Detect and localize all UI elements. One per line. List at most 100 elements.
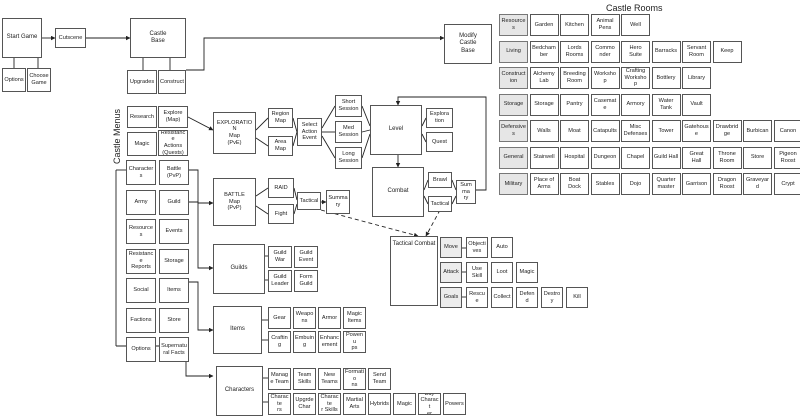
item-cell: Weapo ns (293, 307, 316, 329)
room-cell: Library (682, 67, 711, 89)
item-cell: Embuin g (293, 331, 316, 353)
room-cell: Store (743, 146, 772, 169)
raid-node: RAID (268, 178, 294, 198)
modify-castle-base-node: Modify Castle Base (444, 24, 492, 64)
characters-node: Characters (216, 366, 263, 416)
character-cell: Characte rs (268, 393, 291, 415)
upgrades-node: Upgrades (127, 70, 157, 94)
room-cell: Canon (773, 120, 800, 142)
tactical-node: Tactical (428, 196, 452, 212)
room-cell: Casemat e (590, 93, 620, 116)
exploration-summary-node: Summa ry (456, 180, 476, 204)
choose-game-node: Choose Game (27, 68, 51, 92)
item-cell: Powenu ps (343, 331, 366, 353)
room-cell: Bedcham ber (529, 40, 559, 63)
tactical-combat-node: Tactical Combat (390, 236, 438, 306)
castle-menu-item: Supernatu ral Facts (159, 337, 189, 362)
tactical-attack-item: Use Skill (466, 262, 488, 283)
region-map-node: Region Map (268, 108, 293, 128)
room-cell: Hero Suite (621, 40, 650, 63)
room-cell: Barracks (651, 40, 681, 63)
room-cell: Throne Room (712, 146, 742, 169)
explore-map-node: Explore (Map) (158, 106, 188, 128)
castle-menu-item: Battle (PvP) (159, 160, 189, 185)
tactical-category: Attack (440, 262, 462, 283)
item-cell: Enhanc ement (318, 331, 341, 353)
room-cell: Bottlery (651, 67, 681, 89)
castle-menu-item: Resistance Reports (126, 248, 156, 274)
room-cell: Guild Hall (651, 146, 681, 169)
room-cell: Drawbrid ge (712, 120, 742, 142)
room-cell: Pigeon Roost (773, 146, 800, 169)
tactical-move-item: Auto (491, 237, 513, 258)
room-category-1: Living (499, 40, 528, 63)
battle-map-node: BATTLE Map (PvP) (213, 178, 256, 226)
select-action-event-node: Select Action Event (297, 118, 322, 146)
room-category-2: Construct ion (499, 67, 528, 89)
tactical-goal-item: Rescue (466, 287, 488, 308)
room-cell: Garden (529, 14, 559, 36)
castle-base-node: Castle Base (130, 18, 186, 58)
room-category-4: Defensive s (499, 120, 528, 142)
room-cell: Catapults (590, 120, 620, 142)
room-cell: Vault (682, 93, 711, 116)
character-cell: Hybrids (368, 393, 391, 415)
room-cell: Chapel (621, 146, 650, 169)
short-session-node: Short Session (335, 95, 362, 117)
guild-item: Guild Event (294, 246, 318, 268)
room-cell: Burbican (743, 120, 772, 142)
castle-menu-item: Characters (126, 160, 156, 185)
tactical-goal-item: Defend (516, 287, 538, 308)
room-cell: Dragon Roost (712, 173, 742, 195)
room-cell: Hospital (560, 146, 589, 169)
guilds-node: Guilds (213, 244, 265, 294)
character-cell: Martial Arts (343, 393, 366, 415)
construct-node: Construct (158, 70, 186, 94)
room-cell: Stables (590, 173, 620, 195)
area-map-node: Area Map (268, 136, 293, 156)
room-cell: Lords Rooms (560, 40, 589, 63)
exploration-node: Explora tion (426, 108, 453, 128)
castle-menu-item: Store (159, 307, 189, 333)
castle-menu-item: Army (126, 189, 156, 215)
castle-menu-item: Resources (126, 219, 156, 244)
room-cell: Misc Defenses (621, 120, 650, 142)
research-node: Research (127, 106, 157, 128)
room-cell: Great Hall (682, 146, 711, 169)
castle-rooms-title: Castle Rooms (606, 3, 663, 13)
room-cell: Storage (529, 93, 559, 116)
room-cell: Well (621, 14, 650, 36)
room-cell: Pantry (560, 93, 589, 116)
guild-item: Guild War (268, 246, 292, 268)
item-cell: Armor (318, 307, 341, 329)
room-cell: Alchemy Lab (529, 67, 559, 89)
room-category-6: Military (499, 173, 528, 195)
room-cell: Keep (712, 40, 742, 63)
guild-item: Guild Leader (268, 270, 292, 292)
options-node: Options (2, 68, 26, 92)
tactical-move-item: Objecti ves (466, 237, 488, 258)
castle-menu-item: Events (159, 219, 189, 244)
room-category-3: Storage (499, 93, 528, 116)
room-cell: Dungeon (590, 146, 620, 169)
castle-menu-item: Options (126, 337, 156, 362)
quest-node: Quest (426, 132, 453, 152)
room-cell: Dojo (621, 173, 650, 195)
castle-menu-item: Items (159, 278, 189, 303)
start-game-node: Start Game (2, 18, 42, 58)
item-cell: Magic Items (343, 307, 366, 329)
combat-node: Combat (372, 167, 424, 217)
character-cell: New Teams (318, 368, 341, 390)
item-cell: Gear (268, 307, 291, 329)
room-cell: Kitchen (560, 14, 589, 36)
castle-menu-item: Social (126, 278, 156, 303)
room-cell: Breeding Room (560, 67, 589, 89)
med-session-node: Med Session (335, 121, 362, 143)
guild-item: Form Guild (294, 270, 318, 292)
item-cell: Crafting (268, 331, 291, 353)
room-cell: Boat Dock (560, 173, 589, 195)
room-cell: Garrison (682, 173, 711, 195)
room-cell: Servant Room (682, 40, 711, 63)
room-cell: Place of Arms (529, 173, 559, 195)
